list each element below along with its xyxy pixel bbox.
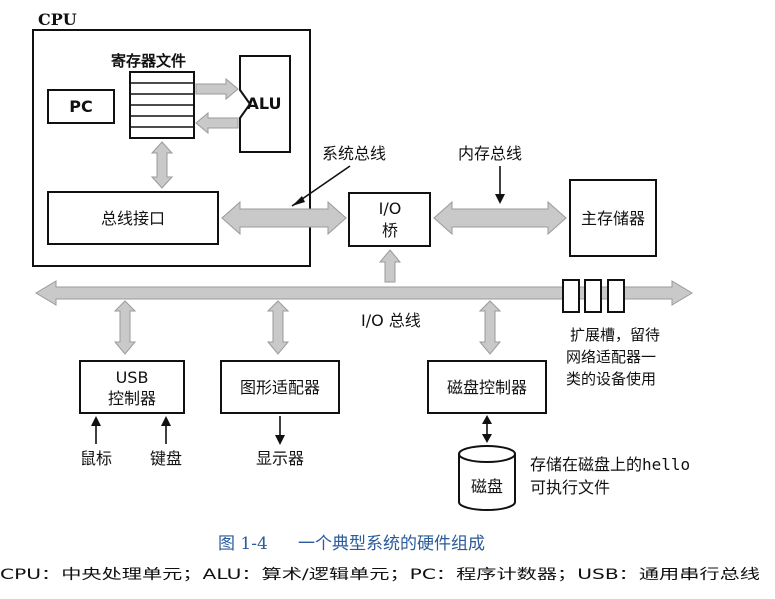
system-bus-arrow <box>221 200 347 236</box>
figure-title: 一个典型系统的硬件组成 <box>298 534 485 554</box>
alu-to-regfile-arrow <box>195 111 239 135</box>
bus-interface-box <box>47 191 219 245</box>
bridge-iobus-arrow <box>378 249 402 283</box>
io-bridge-line1: I/O <box>379 199 402 218</box>
system-bus-pointer-head <box>292 196 305 206</box>
disk-link-head-down <box>482 434 492 443</box>
register-file <box>129 71 195 139</box>
regfile-bus-arrow <box>150 141 174 189</box>
expansion-slots-line1: 扩展槽，留待 <box>570 326 660 344</box>
usb-controller-line1: USB <box>116 368 149 387</box>
usb-bus-arrow <box>113 300 137 355</box>
main-memory-label: 主存储器 <box>581 209 645 228</box>
pc-label: PC <box>69 97 92 116</box>
disk-note-line1: 存储在磁盘上的hello <box>530 455 690 474</box>
disk-note-prefix: 存储在磁盘上的 <box>530 455 642 474</box>
expansion-slots <box>562 279 625 313</box>
bus-interface-label: 总线接口 <box>101 209 165 228</box>
expansion-slots-line3: 类的设备使用 <box>566 370 656 388</box>
main-memory-box <box>569 179 657 257</box>
io-bridge-box <box>348 192 431 247</box>
mouse-arrow-head <box>91 416 101 426</box>
keyboard-arrow-head <box>161 416 171 426</box>
footnote: CPU：中央处理单元；ALU：算术/逻辑单元；PC：程序计数器；USB：通用串行… <box>0 567 760 583</box>
memory-bus-pointer-head <box>495 194 505 204</box>
memory-bus-arrow <box>433 200 567 236</box>
graphics-adapter-label: 图形适配器 <box>240 378 320 397</box>
expansion-slots-line2: 网络适配器一 <box>566 348 656 366</box>
regfile-to-alu-arrow <box>195 77 239 101</box>
pc-box <box>47 89 115 124</box>
disk-link-head-up <box>482 415 492 424</box>
register-file-label: 寄存器文件 <box>111 52 186 70</box>
disk-controller-label: 磁盘控制器 <box>447 378 527 397</box>
figure-number: 图 1-4 <box>218 534 268 554</box>
usb-controller-box <box>79 360 185 414</box>
usb-controller-line2: 控制器 <box>108 389 156 408</box>
io-bridge-line2: 桥 <box>382 221 398 240</box>
alu-box <box>239 55 291 153</box>
system-bus-label: 系统总线 <box>322 144 386 163</box>
disk-controller-box <box>427 360 547 414</box>
graphics-adapter-box <box>220 360 340 414</box>
io-bus-arrow <box>35 280 693 306</box>
disk-controller-bus-arrow <box>478 300 502 355</box>
display-label: 显示器 <box>256 449 304 468</box>
alu-label: ALU <box>247 94 282 113</box>
graphics-bus-arrow <box>266 300 290 355</box>
mouse-label: 鼠标 <box>80 449 112 468</box>
memory-bus-label: 内存总线 <box>458 144 522 163</box>
disk-note-hello: hello <box>642 455 690 474</box>
io-bus-label: I/O 总线 <box>361 311 421 330</box>
disk-note-line2: 可执行文件 <box>530 478 610 497</box>
keyboard-label: 键盘 <box>150 449 182 468</box>
disk-cylinder <box>458 445 516 511</box>
disk-label: 磁盘 <box>471 477 503 496</box>
display-arrow-head <box>275 435 285 445</box>
cpu-title: CPU <box>38 10 77 29</box>
